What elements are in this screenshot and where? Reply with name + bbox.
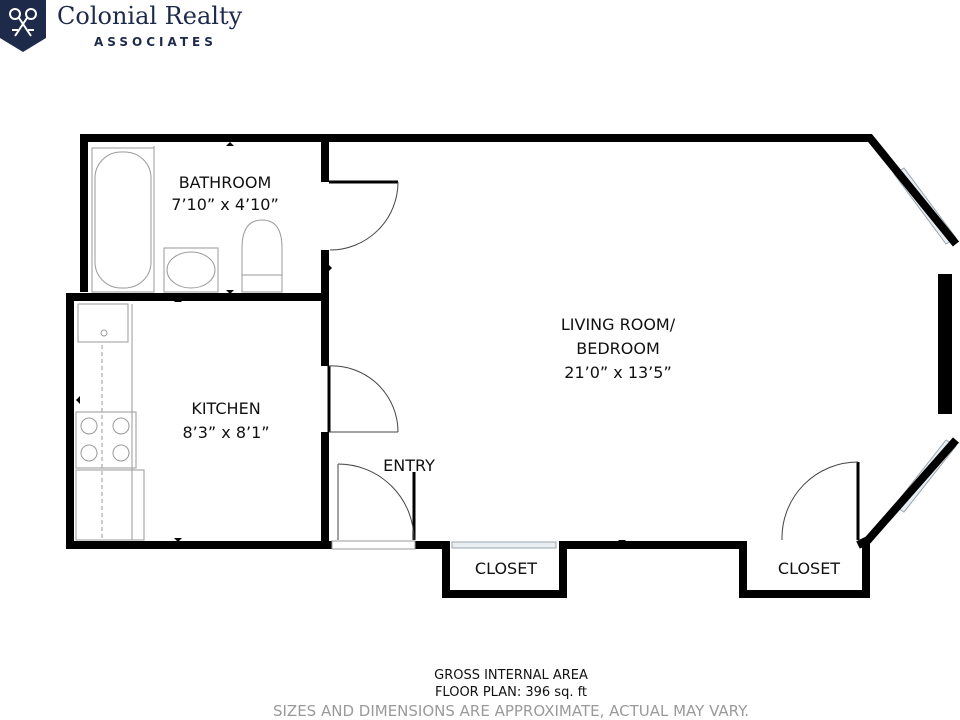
kitchen-sink-icon	[77, 303, 129, 343]
doors	[327, 180, 860, 541]
windows	[451, 167, 957, 549]
door-kitchen	[327, 365, 399, 433]
footer-disclaimer: SIZES AND DIMENSIONS ARE APPROXIMATE, AC…	[273, 702, 749, 720]
fixtures	[75, 146, 283, 541]
wall-outer	[80, 134, 960, 292]
brand-name: Colonial Realty	[57, 2, 243, 30]
refrigerator-icon	[75, 469, 145, 541]
burner-icon	[80, 444, 98, 462]
wall-segment-entry	[331, 540, 416, 550]
toilet-icon	[241, 219, 283, 276]
window-bottom	[451, 541, 557, 549]
door-bathroom	[329, 180, 399, 251]
bathtub-basin-icon	[94, 151, 152, 289]
walls	[66, 134, 960, 598]
sink-basin-icon	[166, 251, 216, 289]
entry-name: ENTRY	[383, 456, 435, 475]
closet-left-name: CLOSET	[475, 559, 537, 578]
toilet-tank-icon	[241, 274, 283, 293]
kitchen-dims: 8’3” x 8’1”	[182, 423, 269, 442]
footer-area-heading: GROSS INTERNAL AREA	[434, 668, 588, 683]
stove-icon	[75, 411, 137, 469]
wall-right-lower	[856, 437, 960, 549]
bathroom-name: BATHROOM	[179, 173, 272, 192]
burner-icon	[112, 417, 130, 435]
living-room-name-line2: BEDROOM	[576, 339, 660, 358]
brand-subtitle: ASSOCIATES	[94, 35, 217, 49]
kitchen-name: KITCHEN	[191, 399, 260, 418]
bathroom-sink-icon	[163, 247, 219, 293]
door-entry	[337, 463, 416, 541]
burner-icon	[112, 444, 130, 462]
wall-kitchen	[66, 298, 332, 549]
logo-keys-icon	[9, 8, 37, 37]
burner-icon	[80, 417, 98, 435]
wall-segment	[80, 134, 88, 144]
closet-right-name: CLOSET	[778, 559, 840, 578]
logo-shield-icon	[0, 0, 46, 52]
footer-floor-plan-area: FLOOR PLAN: 396 sq. ft	[435, 685, 587, 700]
door-closet-right	[781, 461, 860, 541]
dimension-markers	[76, 138, 626, 544]
faucet-icon	[100, 329, 108, 337]
bathroom-dims: 7’10” x 4’10”	[171, 195, 278, 214]
wall-closet-right	[739, 540, 870, 598]
wall-closet-left	[415, 541, 740, 598]
bathtub-icon	[91, 147, 155, 293]
living-room-dims: 21’0” x 13’5”	[564, 363, 671, 382]
brand-logo: Colonial Realty ASSOCIATES	[0, 0, 243, 52]
living-room-name-line1: LIVING ROOM/	[561, 315, 676, 334]
wall-segment-right	[938, 274, 952, 414]
